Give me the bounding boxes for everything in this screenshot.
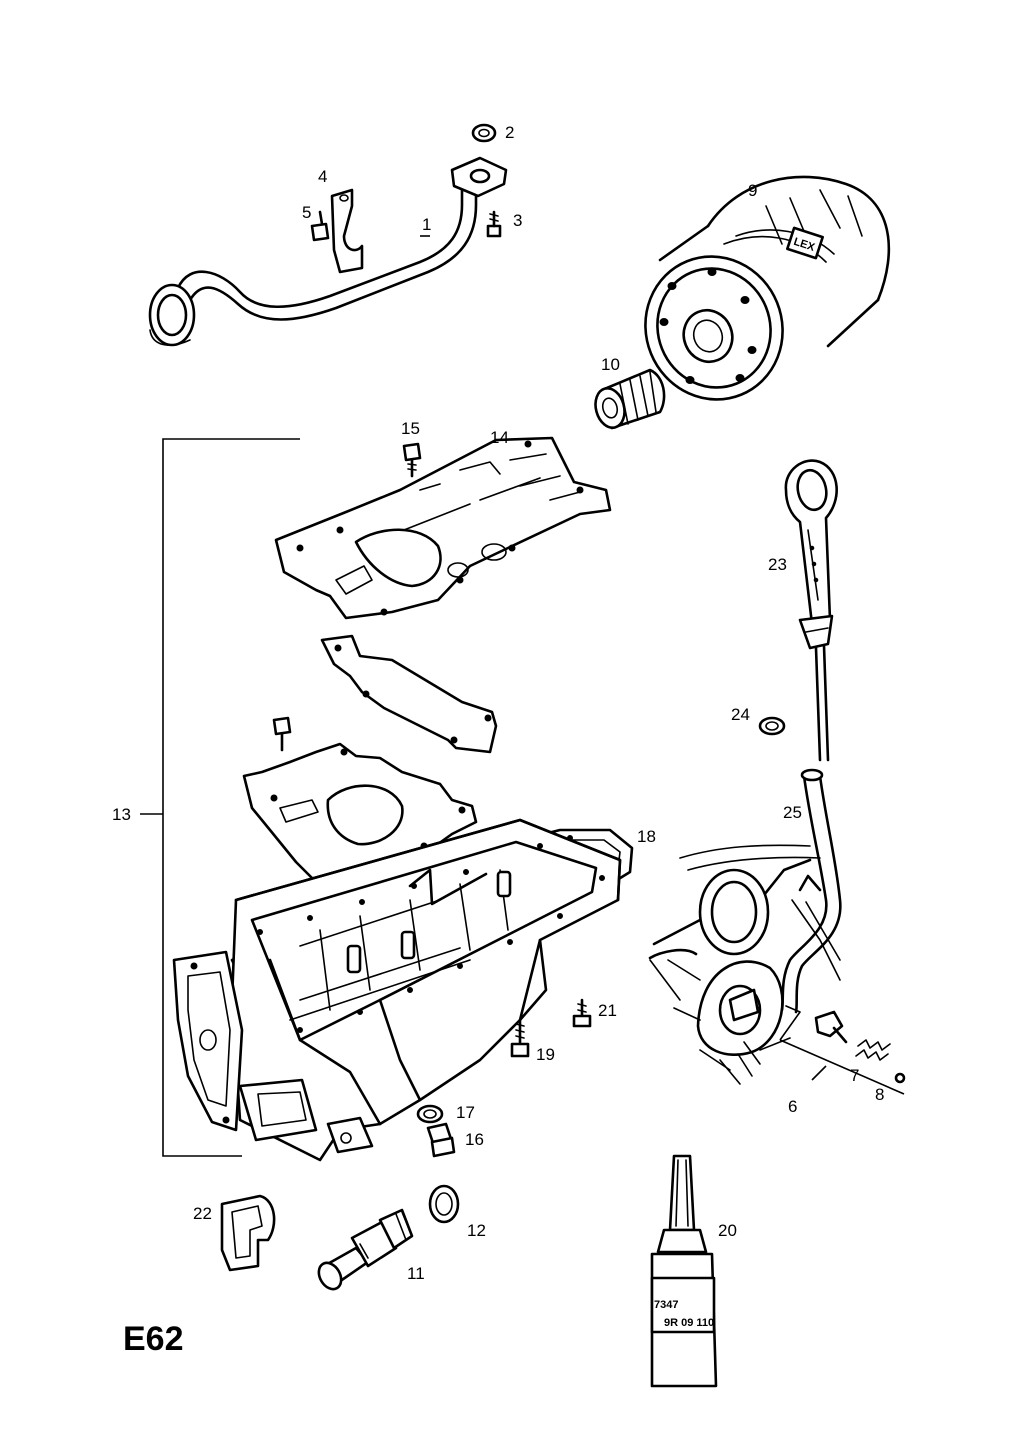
callout-18: 18 (637, 827, 656, 846)
bolt-19 (510, 1018, 530, 1058)
bolt-5 (310, 210, 330, 242)
callout-9: 9 (748, 181, 757, 200)
screw-7 (814, 1010, 848, 1044)
engine-block-section (648, 844, 841, 1085)
callout-3: 3 (513, 211, 522, 230)
callout-22: 22 (193, 1204, 212, 1223)
callout-20: 20 (718, 1221, 737, 1240)
sealant-bottle-20: 7347 9R 09 110 (650, 1154, 718, 1388)
callout-11: 11 (407, 1264, 425, 1283)
callout-2: 2 (505, 123, 514, 142)
callout-labels: 1 2 3 4 5 6 7 8 9 10 11 12 13 14 15 16 1… (112, 123, 884, 1283)
callout-17: 17 (456, 1103, 475, 1122)
pan-flange-frame (172, 950, 244, 1132)
callout-5: 5 (302, 203, 311, 222)
spring-8 (855, 1039, 906, 1084)
callout-13: 13 (112, 805, 131, 824)
bolt-15 (402, 442, 422, 478)
pan-end-detail (238, 1078, 374, 1154)
callout-15: 15 (401, 419, 420, 438)
callout-14: 14 (490, 428, 509, 447)
callout-12: 12 (467, 1221, 486, 1240)
assembly-bracket-13 (140, 438, 300, 1157)
seal-ring-2 (471, 123, 497, 143)
dipstick-23 (784, 459, 838, 762)
baffle-plate-14 (274, 436, 612, 620)
bottle-label-number: 7347 (654, 1299, 678, 1311)
seal-ring-12 (428, 1184, 460, 1224)
callout-19: 19 (536, 1045, 555, 1064)
bolt-unlabeled (272, 716, 292, 752)
callout-7: 7 (850, 1066, 859, 1085)
bracket-4 (330, 188, 364, 274)
bottle-label-code: 9R 09 110 (664, 1317, 714, 1329)
bolt-21 (572, 998, 592, 1028)
callout-21: 21 (598, 1001, 617, 1020)
callout-25: 25 (783, 803, 802, 822)
callout-8: 8 (875, 1085, 884, 1104)
callout-1: 1 (422, 215, 431, 234)
dipstick-tube-25 (780, 768, 842, 1014)
diagram-code: E62 (123, 1320, 184, 1358)
washer-17 (416, 1104, 444, 1124)
reinforcement-bracket (320, 634, 498, 754)
bolt-3 (486, 210, 502, 238)
callout-24: 24 (731, 705, 750, 724)
seal-ring-24 (758, 716, 786, 736)
oil-pressure-switch-11 (317, 1208, 414, 1291)
threaded-adapter-10 (594, 368, 666, 430)
callout-23: 23 (768, 555, 787, 574)
callout-16: 16 (465, 1130, 484, 1149)
oil-pickup-pipe (148, 156, 508, 347)
kit-6 (779, 1011, 905, 1095)
clip-22 (220, 1194, 276, 1272)
oil-filter-9: LEX (644, 175, 891, 401)
callout-4: 4 (318, 167, 327, 186)
callout-10: 10 (601, 355, 620, 374)
drain-plug-16 (426, 1122, 456, 1158)
callout-6: 6 (788, 1097, 797, 1116)
